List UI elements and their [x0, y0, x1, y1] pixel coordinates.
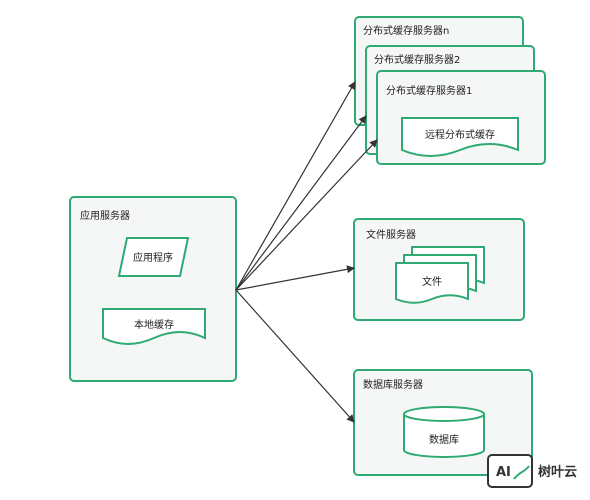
remote-cache-label: 远程分布式缓存 — [425, 128, 495, 141]
db-server-title: 数据库服务器 — [363, 378, 423, 391]
cache-server-n-title: 分布式缓存服务器n — [363, 24, 449, 37]
watermark: AI 树叶云 — [487, 454, 577, 488]
arrow-to-cache-1 — [235, 139, 378, 291]
arrow-to-file-server — [235, 265, 355, 291]
local-cache-label: 本地缓存 — [134, 318, 174, 331]
db-label: 数据库 — [429, 433, 459, 446]
cache-server-2-title: 分布式缓存服务器2 — [374, 53, 460, 66]
file-label: 文件 — [422, 275, 442, 288]
arrow-to-db-server — [235, 289, 355, 423]
watermark-leaf-icon — [513, 465, 530, 480]
app-server-title: 应用服务器 — [80, 209, 130, 222]
file-server-title: 文件服务器 — [366, 228, 416, 241]
file-stack-shape: 文件 — [395, 246, 485, 304]
remote-cache-shape: 远程分布式缓存 — [401, 117, 519, 157]
database-cylinder-shape: 数据库 — [403, 406, 485, 458]
app-program-label: 应用程序 — [133, 251, 173, 264]
app-server-box: 应用服务器 — [69, 196, 237, 382]
app-program-shape: 应用程序 — [117, 237, 190, 277]
watermark-logo-icon — [487, 454, 533, 488]
watermark-name: 树叶云 — [538, 464, 577, 480]
arrow-to-cache-n — [235, 81, 356, 291]
local-cache-shape: 本地缓存 — [102, 308, 206, 345]
arrow-to-cache-2 — [235, 115, 367, 291]
cache-server-1-title: 分布式缓存服务器1 — [386, 84, 472, 97]
watermark-logo-text: AI — [496, 465, 511, 480]
